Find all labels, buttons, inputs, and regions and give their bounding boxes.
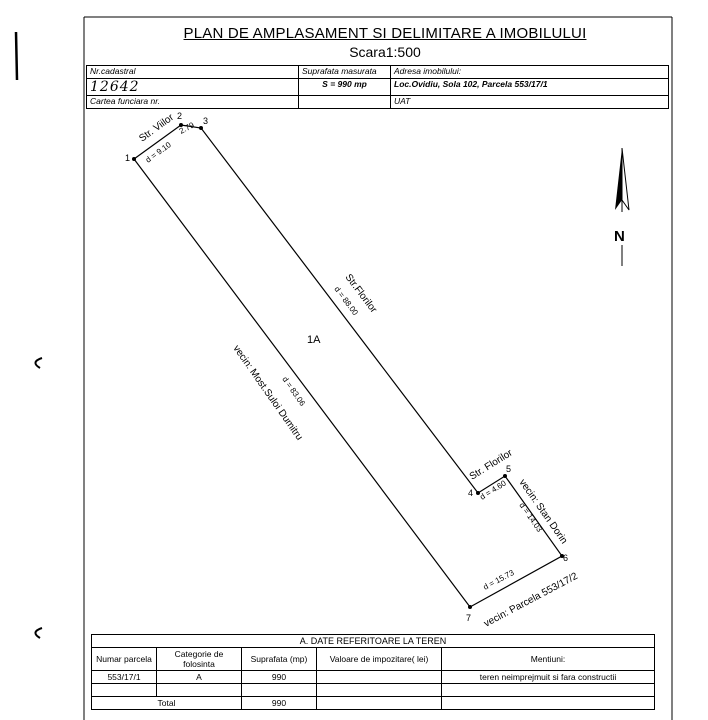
distance-1-2: d = 9.10 (144, 140, 173, 165)
vertex-label-7: 7 (466, 613, 471, 623)
vertex-label-4: 4 (468, 488, 473, 498)
north-label: N (614, 228, 625, 245)
land-data-table: A. DATE REFERITOARE LA TEREN Numar parce… (91, 634, 655, 710)
north-arrow-icon (615, 147, 630, 266)
vertex-label-5: 5 (506, 464, 511, 474)
vertex-3 (199, 126, 203, 130)
col-header-numar-parcela: Numar parcela (91, 647, 157, 671)
vertex-4 (476, 491, 480, 495)
col-header-suprafata: Suprafata (mp) (241, 647, 317, 671)
document-title: PLAN DE AMPLASAMENT SI DELIMITARE A IMOB… (183, 25, 587, 42)
cell-valoare (316, 670, 442, 684)
land-data-title: A. DATE REFERITOARE LA TEREN (91, 634, 655, 648)
vertex-5 (503, 474, 507, 478)
vertex-label-6: 6 (563, 553, 568, 563)
distance-7-1: d = 83.06 (280, 375, 307, 408)
vertex-label-3: 3 (203, 116, 208, 126)
table-row-empty (91, 683, 655, 697)
cadastral-info-table: Nr.cadastral Suprafata masurata Adresa i… (86, 65, 669, 109)
cell-mentiuni: teren neimprejmuit si fara constructii (441, 670, 655, 684)
total-value: 990 (241, 696, 317, 710)
col-header-mentiuni: Mentiuni: (441, 647, 655, 671)
table-total-row: Total 990 (91, 696, 655, 710)
table-row: 553/17/1 A 990 teren neimprejmuit si far… (91, 670, 655, 684)
cell-categorie: A (156, 670, 242, 684)
distance-2-3: 2.79 (178, 120, 196, 136)
uat-label: UAT (390, 95, 669, 109)
vertex-label-1: 1 (125, 153, 130, 163)
total-label: Total (91, 696, 242, 710)
parcel-boundary (133, 124, 563, 608)
vertex-7 (468, 605, 472, 609)
scale-label: Scara1:500 (349, 44, 421, 60)
parcel-id-label: 1A (307, 334, 321, 346)
parcel-vertices (132, 123, 564, 609)
col-header-valoare: Valoare de impozitare( lei) (316, 647, 442, 671)
col-header-categorie: Categorie de folosinta (156, 647, 242, 671)
vertex-6 (560, 554, 564, 558)
vertex-2 (179, 123, 183, 127)
vertex-label-2: 2 (177, 111, 182, 121)
street-viilor-label: Str. Viilor (137, 112, 176, 145)
vertex-1 (132, 157, 136, 161)
scan-marks (14, 31, 43, 639)
distance-6-7: d = 15.73 (482, 568, 516, 592)
cell-suprafata: 990 (241, 670, 317, 684)
cell-numar-parcela: 553/17/1 (91, 670, 157, 684)
